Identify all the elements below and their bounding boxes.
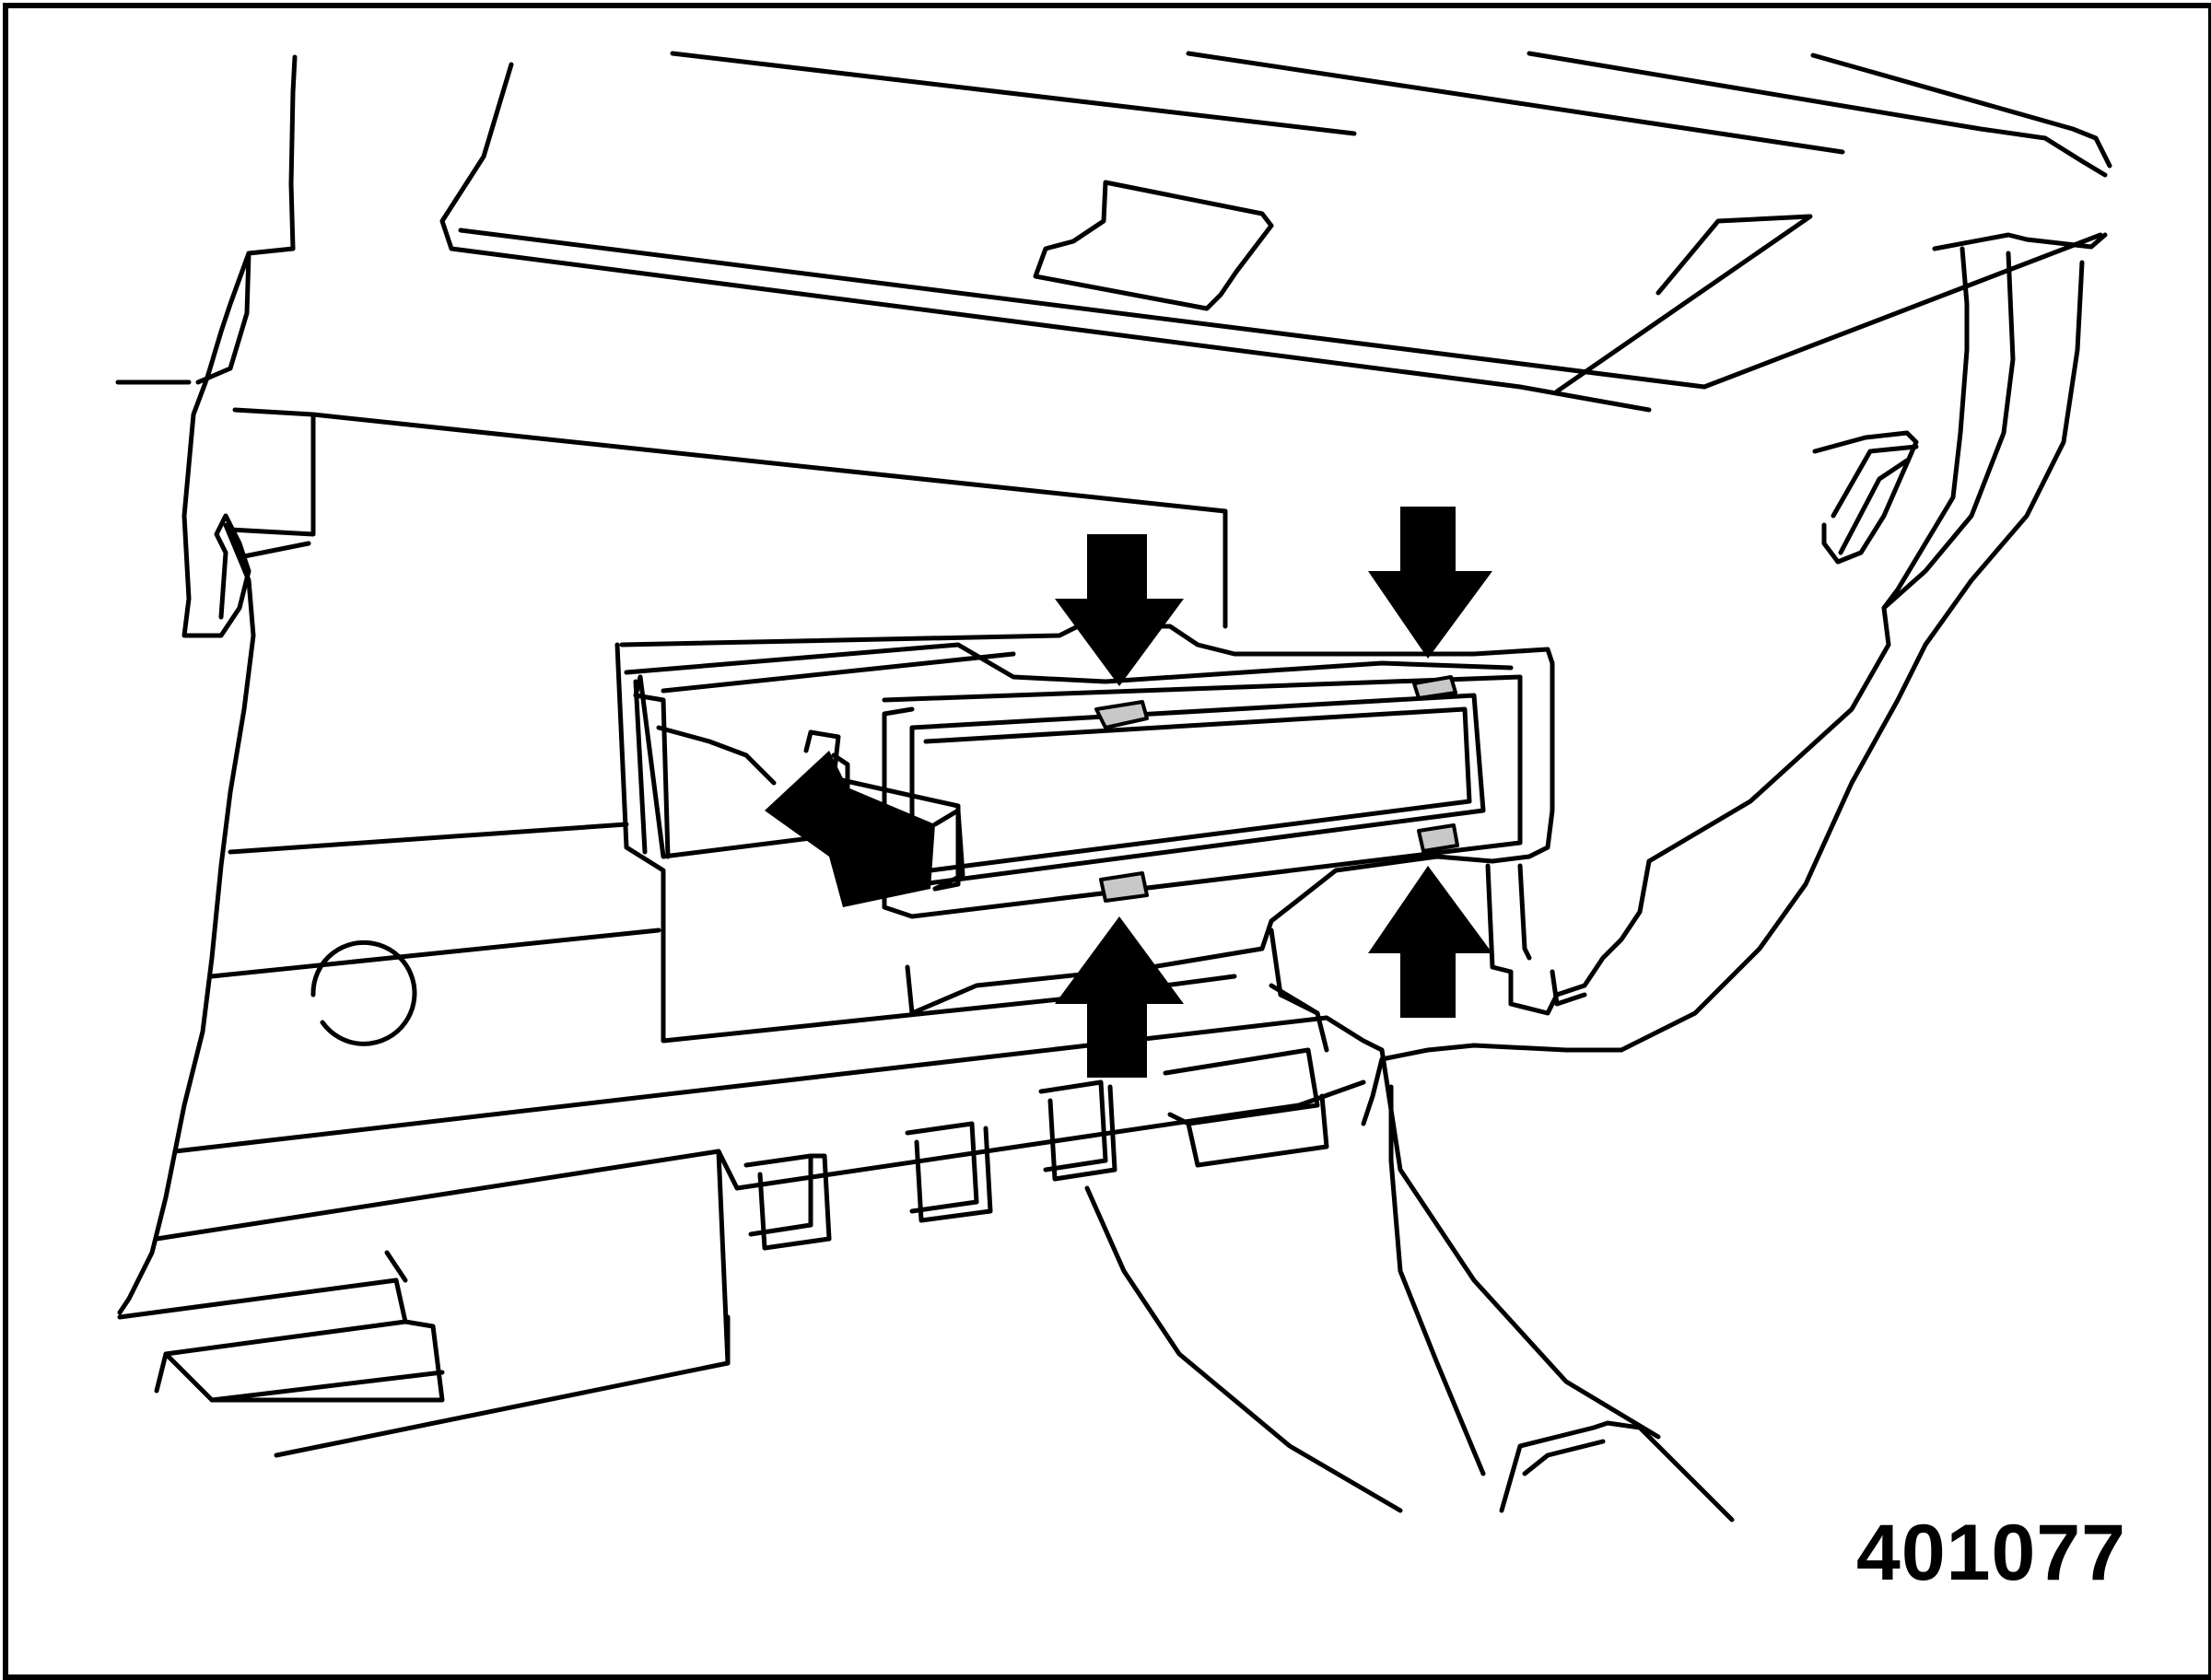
press-arrow-top-right — [1368, 507, 1492, 659]
pull-direction-arrow — [765, 751, 965, 907]
press-arrow-top-left — [1055, 534, 1184, 686]
dash-vent-panel — [1033, 180, 1274, 311]
lower-dashboard-lines — [117, 822, 1735, 1522]
clip-bottom-right — [1417, 823, 1459, 853]
press-arrows — [1055, 507, 1492, 1078]
clip-bottom-left — [1099, 871, 1149, 903]
figure-number: 401077 — [1856, 1509, 2126, 1597]
clip-top-left — [1094, 700, 1149, 729]
press-arrow-bottom-left — [1055, 916, 1184, 1078]
glove-box-inner-frame — [633, 651, 1523, 919]
clip-top-right — [1412, 675, 1457, 700]
upper-dashboard-lines — [115, 51, 2112, 413]
left-side-trim — [117, 251, 1228, 1315]
lower-tab-sockets — [743, 983, 1329, 1251]
round-knob — [310, 939, 417, 1046]
press-arrow-bottom-right — [1368, 866, 1492, 1018]
retaining-clips — [1094, 675, 1459, 903]
right-pillar-trim — [1361, 246, 2085, 1126]
right-bracket — [1485, 858, 1652, 1016]
